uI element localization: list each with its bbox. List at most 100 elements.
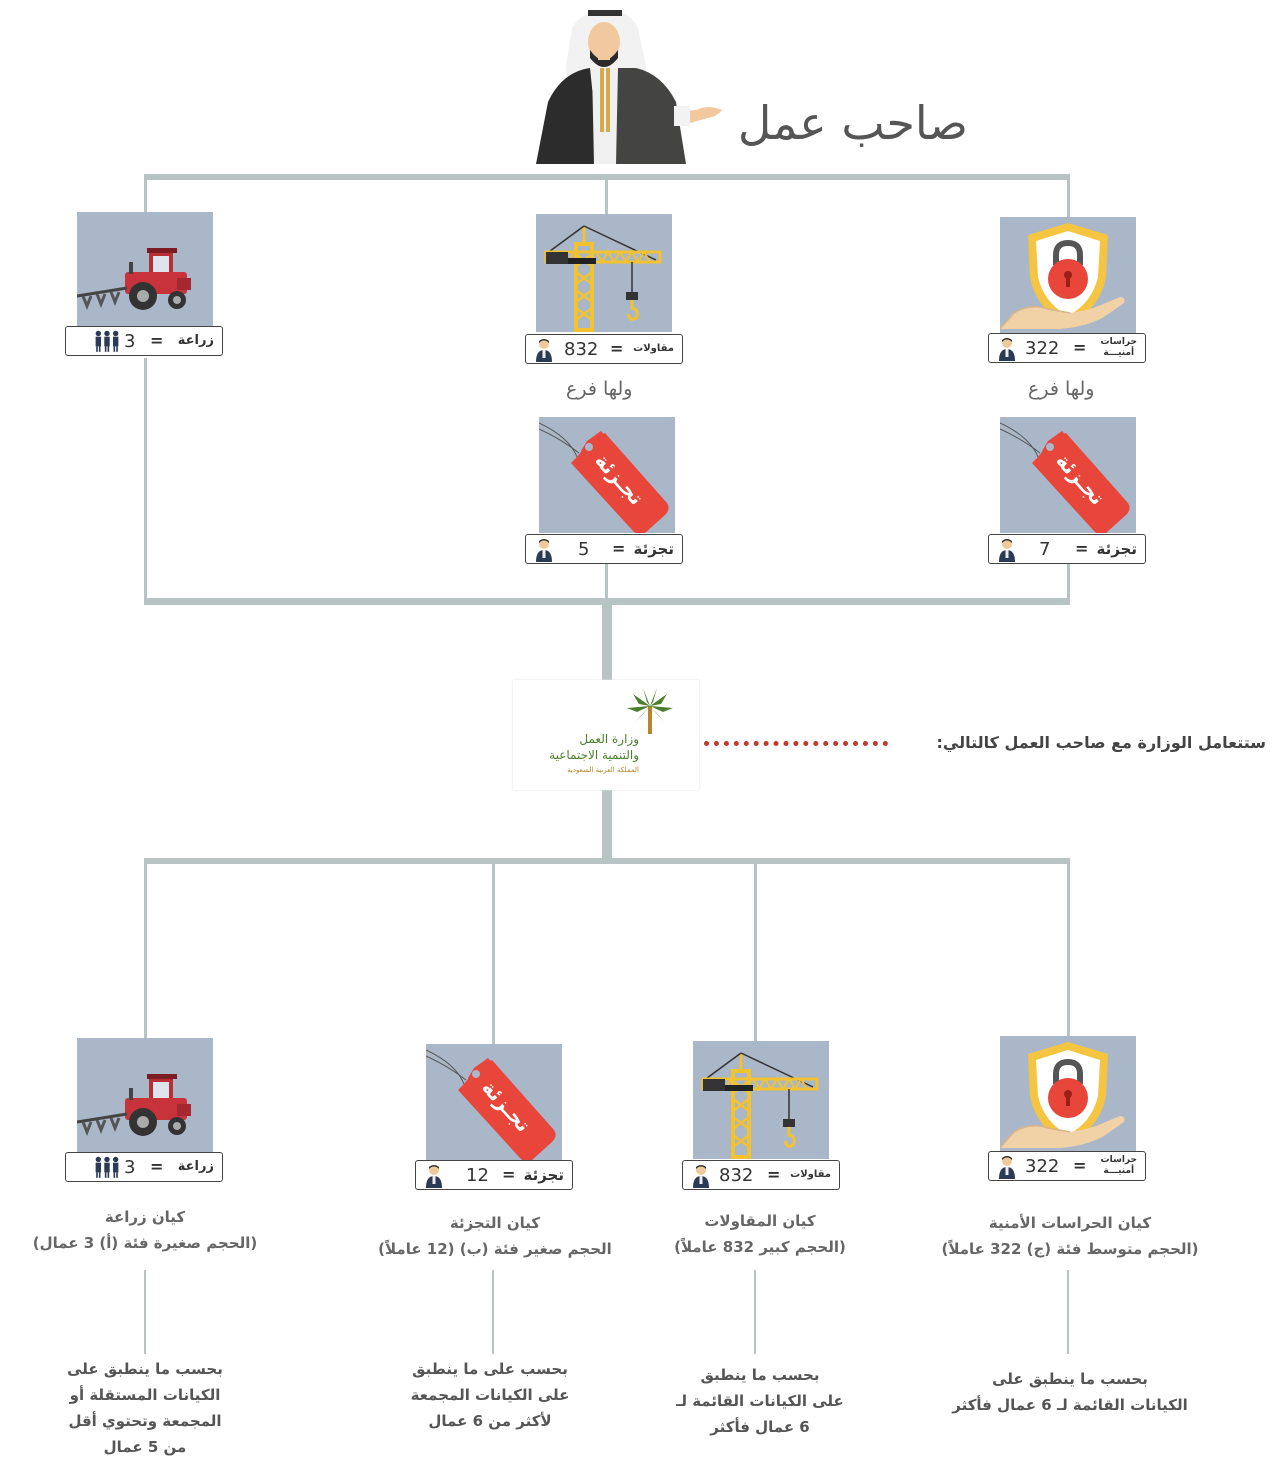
badge-count: 832	[564, 339, 599, 360]
connector	[1067, 1270, 1069, 1354]
connector	[605, 564, 608, 604]
entity-size: (الحجم صغيرة فئة (أ) 3 عمال)	[32, 1234, 258, 1252]
connector	[605, 174, 608, 216]
badge-equals: =	[610, 339, 624, 358]
ministry-name-line1: وزارة العمل	[579, 732, 639, 746]
entity-title: كيان زراعة	[104, 1208, 186, 1226]
people-icon	[94, 1156, 120, 1178]
bottom-connector-horizontal	[144, 858, 1070, 864]
connector	[492, 1270, 494, 1354]
worker-icon	[534, 538, 554, 562]
security-entity-tile	[1000, 1036, 1136, 1152]
security-shield-icon	[1000, 217, 1136, 333]
badge-label-line2: أمنيـــة	[1103, 1166, 1135, 1176]
entity-size: (الحجم كبير 832 عاملاً)	[674, 1238, 846, 1256]
badge-label-line1: حراسات	[1100, 1155, 1137, 1165]
badge-count: 3	[124, 331, 136, 352]
palm-icon	[627, 688, 673, 734]
note-line: الكيانات المستقلة أو	[69, 1386, 221, 1404]
note-line: على الكيانات القائمة لـ	[676, 1392, 844, 1410]
entity-size: (الحجم متوسط فئة (ج) 322 عاملاً)	[941, 1240, 1199, 1258]
connector	[144, 1270, 146, 1354]
retail-tile-contracting: تجـزئة	[539, 417, 675, 533]
retail-tile-security: تجـزئة	[1000, 417, 1136, 533]
badge-equals: =	[767, 1165, 781, 1184]
badge-count: 5	[578, 539, 590, 560]
note-line: 6 عمال فأكثر	[710, 1418, 810, 1436]
worker-icon	[997, 538, 1017, 562]
badge-label: مقاولات	[633, 343, 674, 354]
people-icon	[94, 330, 120, 352]
crane-icon	[536, 214, 672, 332]
badge-count: 322	[1025, 1156, 1060, 1177]
ministry-name-line2: والتنمية الاجتماعية	[549, 748, 639, 762]
entity-size: الحجم صغير فئة (ب) (12 عاملاً)	[378, 1240, 612, 1258]
badge-equals: =	[612, 539, 626, 558]
contracting-entity-tile	[693, 1041, 829, 1159]
note-line: من 5 عمال	[103, 1438, 187, 1456]
note-line: المجمعة وتحتوي أقل	[68, 1412, 222, 1430]
badge-label: تجزئة	[633, 540, 674, 558]
entity-title: كيان التجزئة	[449, 1214, 541, 1232]
agriculture-entity-caption: كيان زراعة (الحجم صغيرة فئة (أ) 3 عمال)	[0, 1204, 290, 1256]
security-rule-note: بحسب ما ينطبق على الكيانات القائمة لـ 6 …	[920, 1366, 1220, 1418]
entity-title: كيان الحراسات الأمنية	[988, 1214, 1152, 1232]
connector	[144, 858, 147, 1038]
ministry-logo: وزارة العمل والتنمية الاجتماعية المملكة …	[513, 680, 699, 790]
branch-label-contracting: ولها فرع	[566, 378, 633, 400]
connector	[492, 858, 495, 1044]
contracting-entity-caption: كيان المقاولات (الحجم كبير 832 عاملاً)	[640, 1208, 880, 1260]
tractor-icon	[77, 1038, 213, 1150]
connector	[754, 858, 757, 1042]
connector	[144, 358, 147, 604]
employer-figure	[536, 6, 726, 164]
connector	[1067, 174, 1070, 218]
retail-entity-caption: كيان التجزئة الحجم صغير فئة (ب) (12 عامل…	[350, 1210, 640, 1262]
agriculture-entity-badge: زراعة = 3	[65, 1152, 223, 1182]
retail-entity-badge: تجزئة = 12	[415, 1160, 573, 1190]
worker-icon	[997, 1155, 1017, 1179]
contracting-rule-note: بحسب ما ينطبق على الكيانات القائمة لـ 6 …	[640, 1362, 880, 1440]
tractor-icon	[77, 212, 213, 324]
note-line: بحسب على ما ينطبق	[412, 1360, 568, 1378]
retail-entity-tile: تجـزئة	[426, 1044, 562, 1160]
security-entity-caption: كيان الحراسات الأمنية (الحجم متوسط فئة (…	[900, 1210, 1240, 1262]
badge-equals: =	[502, 1165, 516, 1184]
ministry-country: المملكة العربية السعودية	[567, 766, 639, 774]
badge-label: زراعة	[177, 1159, 214, 1174]
entity-title: كيان المقاولات	[704, 1212, 816, 1230]
security-shield-icon	[1000, 1036, 1136, 1152]
badge-count: 7	[1039, 539, 1051, 560]
worker-icon	[534, 338, 554, 362]
ministry-statement: ستتعامل الوزارة مع صاحب العمل كالتالي:	[936, 733, 1266, 752]
crane-icon	[693, 1041, 829, 1159]
contracting-tile	[536, 214, 672, 332]
retail-rule-note: بحسب على ما ينطبق على الكيانات المجمعة ل…	[360, 1356, 620, 1434]
badge-label-line2: أمنيـــة	[1103, 348, 1135, 358]
worker-icon	[424, 1164, 444, 1188]
badge-equals: =	[1073, 338, 1087, 357]
retail-badge-security: تجزئة = 7	[988, 534, 1146, 564]
security-tile	[1000, 217, 1136, 333]
agriculture-entity-tile	[77, 1038, 213, 1154]
badge-label-line1: حراسات	[1100, 337, 1137, 347]
contracting-entity-badge: مقاولات = 832	[682, 1160, 840, 1190]
connector	[1067, 858, 1070, 1036]
connector	[144, 174, 147, 214]
badge-count: 322	[1025, 338, 1060, 359]
badge-label: مقاولات	[790, 1169, 831, 1180]
badge-equals: =	[150, 1157, 164, 1176]
page-title: صاحب عمل	[737, 96, 968, 150]
badge-count: 12	[466, 1165, 489, 1186]
badge-count: 3	[124, 1157, 136, 1178]
note-line: الكيانات القائمة لـ 6 عمال فأكثر	[952, 1396, 1188, 1414]
badge-count: 832	[719, 1165, 754, 1186]
connector	[1067, 564, 1070, 604]
badge-equals: =	[1075, 539, 1089, 558]
agriculture-rule-note: بحسب ما ينطبق على الكيانات المستقلة أو ا…	[20, 1356, 270, 1460]
connector	[754, 1270, 756, 1354]
